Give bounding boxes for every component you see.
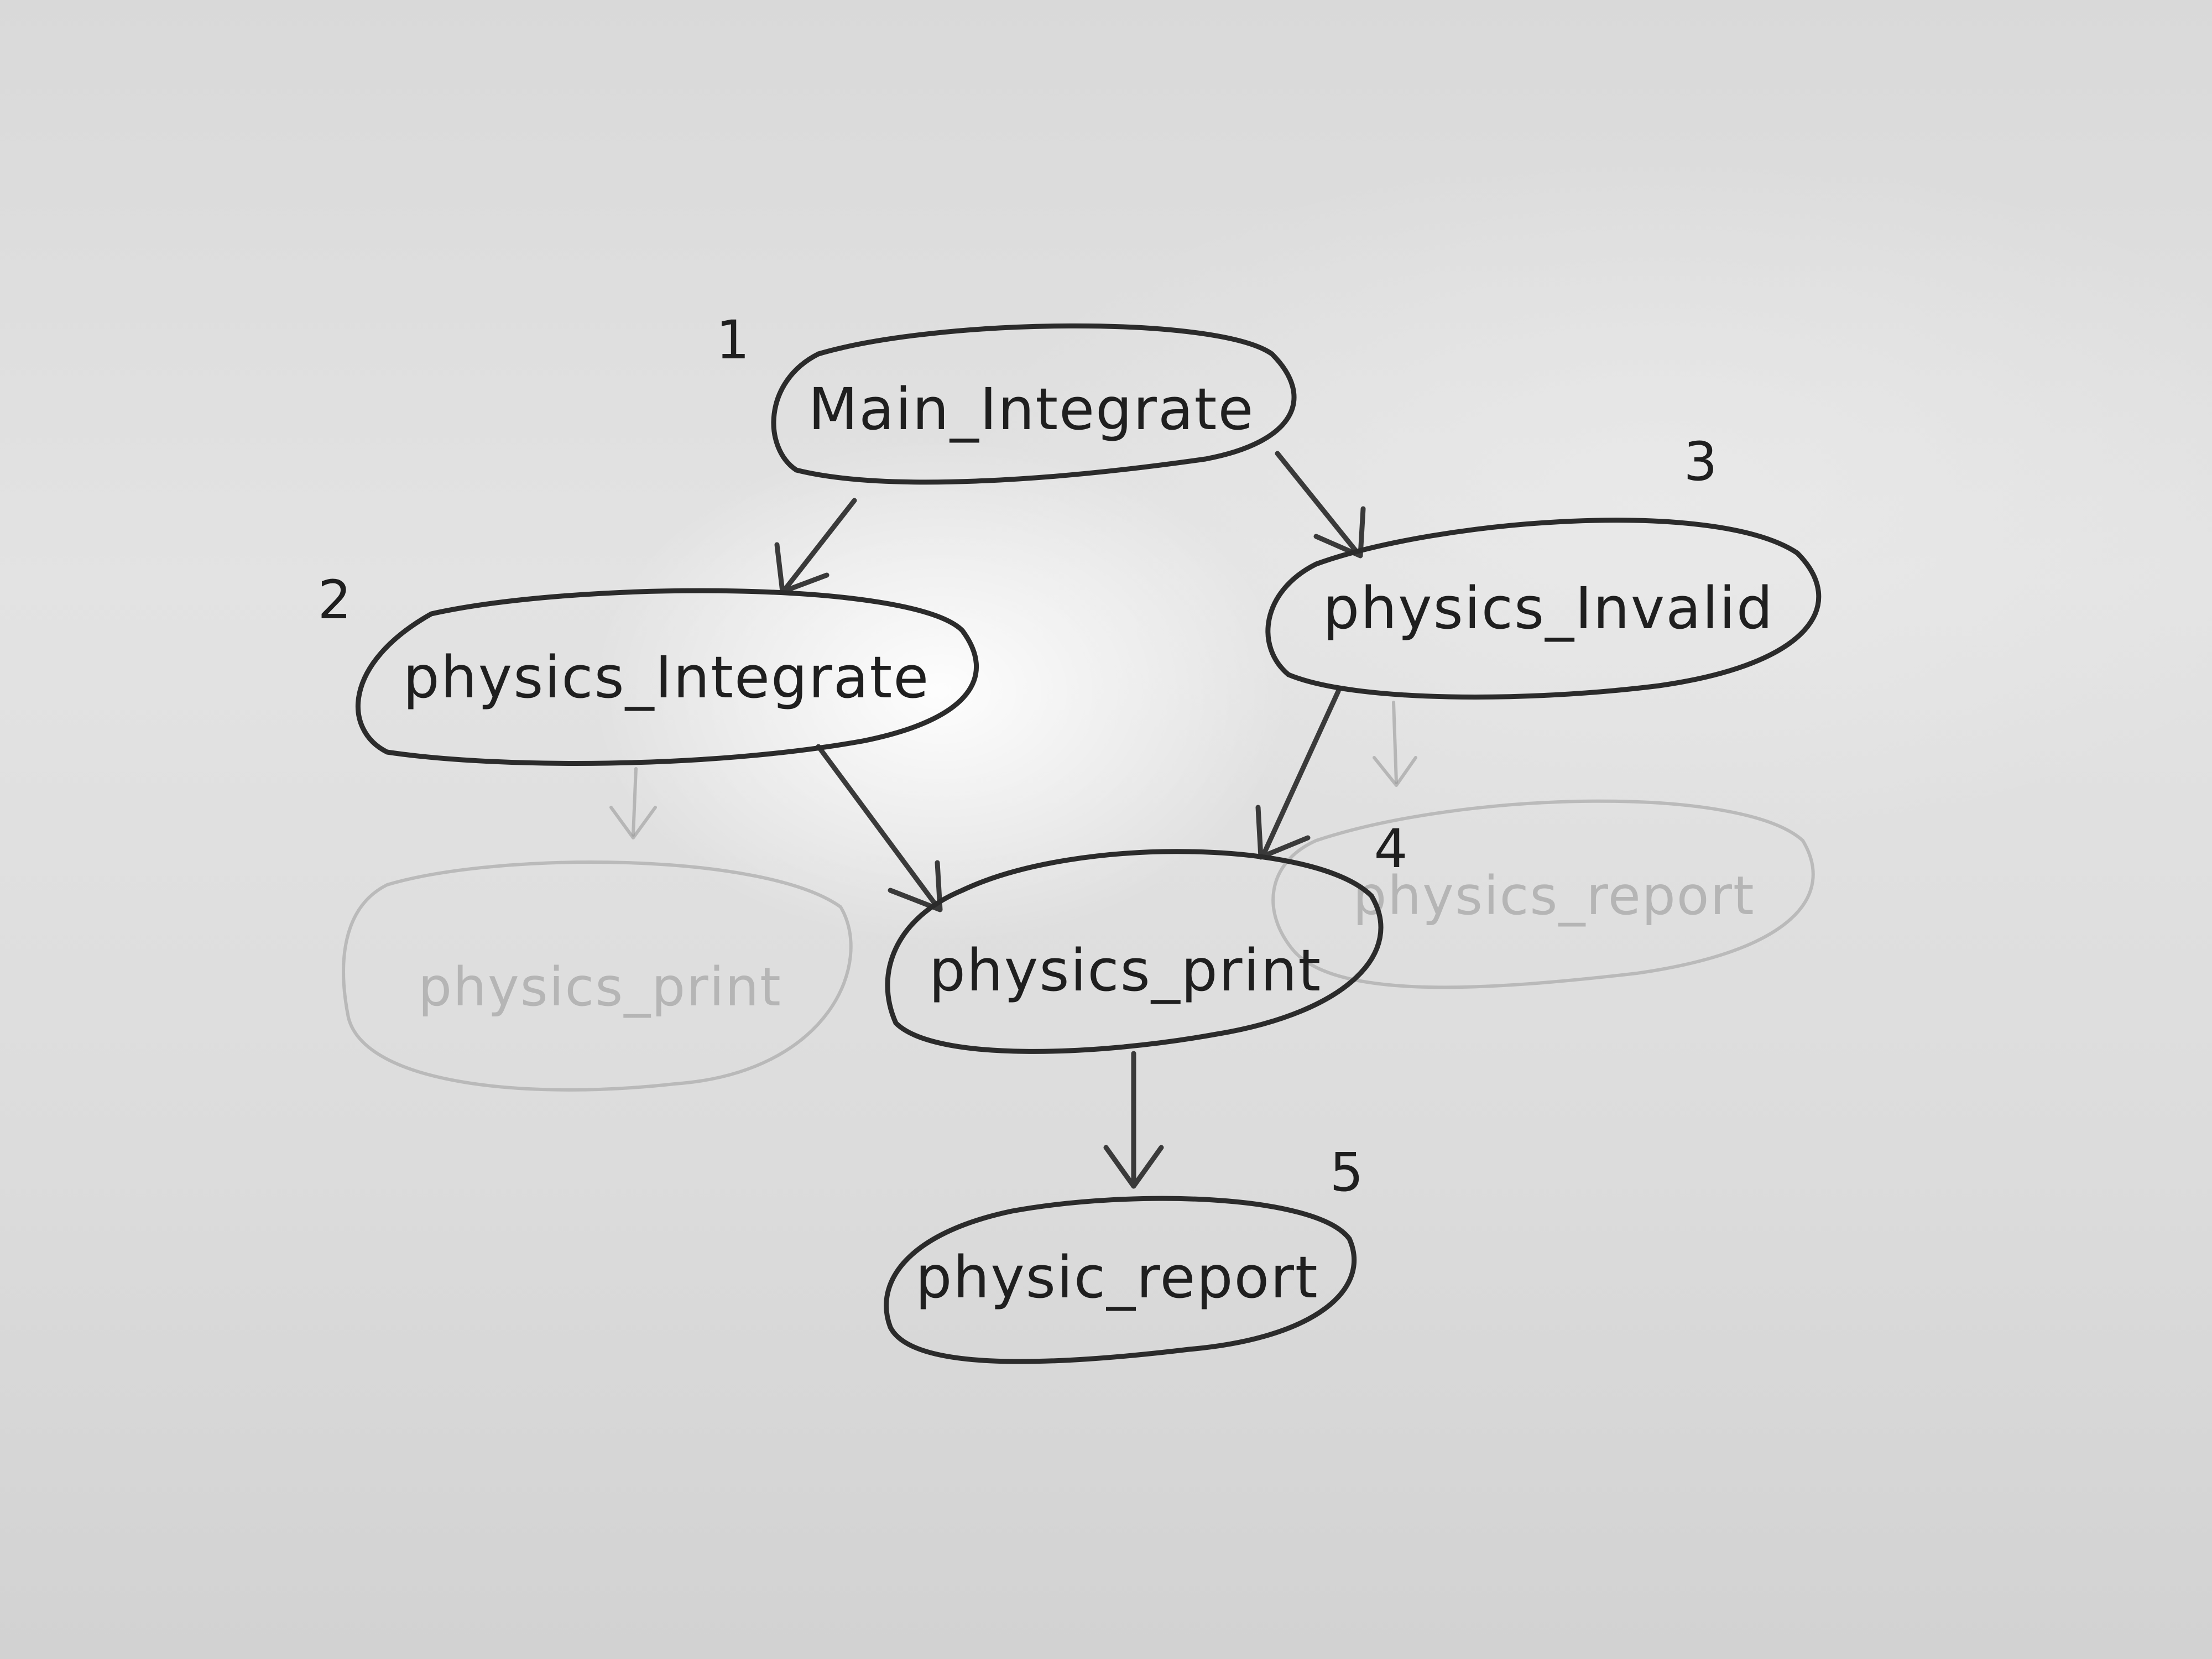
- node-physics-invalid: physics_Invalid: [1265, 518, 1822, 700]
- node-label: physics_Integrate: [403, 644, 930, 711]
- faint-node-physics-print: physics_print: [342, 860, 853, 1092]
- node-number-4: 4: [1374, 818, 1407, 880]
- edge-main-to-physics-integrate: [774, 498, 857, 594]
- faint-node-outline: [1271, 799, 1815, 989]
- node-physics-integrate: physics_Integrate: [356, 588, 979, 766]
- node-outline: [884, 1196, 1357, 1364]
- node-number-5: 5: [1329, 1141, 1363, 1203]
- node-label: Main_Integrate: [808, 375, 1255, 443]
- edge-physics-integrate-to-print: [816, 744, 943, 912]
- faint-edge-invalid-to-report: [1373, 701, 1417, 787]
- node-label: physics_print: [929, 937, 1322, 1004]
- node-main-integrate: Main_Integrate: [771, 323, 1297, 485]
- faint-node-physics-report: physics_report: [1271, 799, 1815, 989]
- node-outline: [885, 849, 1384, 1054]
- edge-physics-invalid-to-print: [1255, 688, 1341, 860]
- node-label: physics_Invalid: [1323, 575, 1774, 642]
- node-outline: [771, 323, 1297, 485]
- node-number-3: 3: [1683, 431, 1717, 493]
- node-number-1: 1: [716, 309, 749, 371]
- faint-node-label: physics_report: [1353, 865, 1755, 927]
- edge-physics-print-to-report: [1103, 1051, 1164, 1189]
- faint-node-label: physics_print: [418, 956, 782, 1018]
- node-number-2: 2: [317, 569, 351, 631]
- node-physics-print: physics_print: [885, 849, 1384, 1054]
- edge-main-to-physics-invalid: [1275, 451, 1366, 559]
- faint-node-outline: [342, 860, 853, 1092]
- faint-edge-integrate-to-print: [609, 767, 657, 839]
- node-label: physic_report: [915, 1244, 1318, 1311]
- node-outline: [356, 588, 979, 766]
- node-physic-report: physic_report: [884, 1196, 1357, 1364]
- node-outline: [1265, 518, 1822, 700]
